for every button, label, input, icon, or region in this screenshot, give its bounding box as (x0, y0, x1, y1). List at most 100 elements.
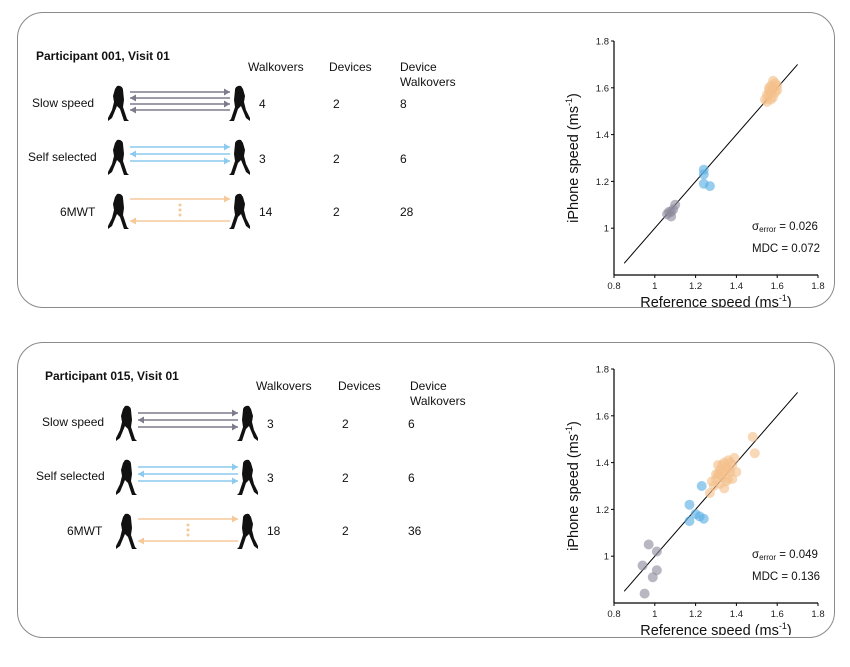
continuation-dot (186, 528, 190, 532)
data-point-slow (643, 539, 654, 550)
cell-devices: 2 (342, 524, 349, 538)
y-axis-label: iPhone speed (ms-1) (564, 421, 582, 551)
row-label-self-selected: Self selected (28, 150, 97, 164)
panel-title: Participant 015, Visit 01 (45, 369, 179, 383)
cell-device-walkovers: 6 (408, 471, 415, 485)
walker-silhouette-icon (229, 85, 250, 121)
data-point-sixmwt (764, 82, 775, 93)
arrow-right-icon (232, 463, 238, 471)
y-tick-label: 1.8 (596, 37, 609, 48)
x-tick-label: 0.8 (607, 609, 620, 620)
cell-device-walkovers: 28 (400, 205, 414, 219)
panel-title: Participant 001, Visit 01 (36, 49, 170, 63)
data-point-slow (666, 206, 677, 217)
data-point-slow (639, 588, 650, 599)
data-point-sixmwt (715, 469, 726, 480)
walker-silhouette-icon (229, 193, 250, 229)
walk-diagram-self-selected (116, 459, 258, 495)
arrow-right-icon (232, 423, 238, 431)
x-tick-label: 1.6 (771, 609, 784, 620)
data-point-slow (651, 546, 662, 557)
header-device-walkovers: Device Walkovers (400, 60, 456, 90)
data-point-self (704, 181, 715, 192)
data-point-slow (651, 565, 662, 576)
row-label-slow-speed: Slow speed (42, 415, 105, 429)
row-label-slow-speed: Slow speed (32, 96, 95, 110)
header-device-walkovers-line1: Device (410, 379, 447, 393)
arrow-left-icon (130, 106, 136, 114)
data-point-self (698, 513, 709, 524)
data-point-slow (637, 560, 648, 571)
mdc-annotation: MDC = 0.136 (752, 571, 820, 583)
data-point-sixmwt (731, 466, 742, 477)
walker-silhouette-icon (108, 139, 129, 175)
y-tick-label: 1.2 (596, 505, 609, 516)
y-tick-label: 1.4 (596, 458, 609, 469)
walk-diagram-slow-speed (116, 405, 258, 441)
x-tick-label: 1.8 (811, 609, 824, 620)
walker-silhouette-icon (229, 139, 250, 175)
cell-walkovers: 3 (267, 471, 274, 485)
data-point-self (696, 481, 707, 491)
cell-devices: 2 (333, 152, 340, 166)
x-tick-label: 1 (652, 609, 657, 620)
arrow-right-icon (224, 157, 230, 165)
walker-silhouette-icon (237, 513, 258, 549)
cell-devices: 2 (342, 471, 349, 485)
arrow-right-icon (224, 195, 230, 203)
x-tick-label: 1.2 (689, 609, 702, 620)
cell-walkovers: 14 (259, 205, 273, 219)
data-point-sixmwt (747, 431, 758, 442)
row-label-6mwt: 6MWT (60, 205, 96, 219)
y-tick-label: 1.8 (596, 365, 609, 376)
arrow-right-icon (232, 477, 238, 485)
cell-device-walkovers: 6 (408, 417, 415, 431)
y-tick-label: 1.4 (596, 130, 609, 141)
header-devices: Devices (338, 379, 381, 393)
arrow-left-icon (130, 94, 136, 102)
data-point-self (698, 169, 709, 180)
cell-device-walkovers: 6 (400, 152, 407, 166)
arrow-left-icon (130, 217, 136, 225)
x-tick-label: 1.4 (730, 281, 743, 292)
data-point-sixmwt (713, 459, 724, 470)
cell-walkovers: 4 (259, 97, 266, 111)
y-tick-label: 1 (604, 224, 609, 235)
x-tick-label: 1 (652, 281, 657, 292)
walk-diagram-6mwt (108, 193, 250, 229)
data-point-self (684, 499, 695, 510)
y-tick-label: 1.2 (596, 177, 609, 188)
x-tick-label: 1.2 (689, 281, 702, 292)
cell-devices: 2 (342, 417, 349, 431)
row-label-self-selected: Self selected (36, 469, 105, 483)
participant-001-panel: Participant 001, Visit 01 Walkovers Devi… (17, 12, 835, 308)
data-point-sixmwt (706, 476, 717, 487)
row-label-6mwt: 6MWT (67, 524, 103, 538)
arrow-right-icon (224, 100, 230, 108)
sigma-error-annotation: σerror = 0.026 (752, 221, 818, 234)
walker-silhouette-icon (237, 405, 258, 441)
walker-silhouette-icon (116, 459, 137, 495)
arrow-right-icon (232, 409, 238, 417)
sigma-error-annotation: σerror = 0.049 (752, 549, 818, 562)
data-point-self (684, 516, 695, 527)
walk-diagram-6mwt (116, 513, 258, 549)
walker-silhouette-icon (116, 405, 137, 441)
x-tick-label: 1.8 (811, 281, 824, 292)
continuation-dot (186, 523, 190, 527)
continuation-dot (178, 213, 182, 217)
continuation-dot (186, 533, 190, 537)
y-tick-label: 1 (604, 552, 609, 563)
continuation-dot (178, 208, 182, 212)
mdc-annotation: MDC = 0.072 (752, 243, 820, 255)
header-device-walkovers-line2: Walkovers (410, 394, 466, 408)
cell-devices: 2 (333, 97, 340, 111)
data-point-sixmwt (749, 448, 760, 459)
x-tick-label: 1.4 (730, 609, 743, 620)
participant-015-panel: Participant 015, Visit 01 Walkovers Devi… (17, 342, 835, 638)
data-point-sixmwt (721, 476, 732, 487)
walk-diagram-self-selected (108, 139, 250, 175)
walker-silhouette-icon (116, 513, 137, 549)
walk-diagram-slow-speed (108, 85, 250, 121)
